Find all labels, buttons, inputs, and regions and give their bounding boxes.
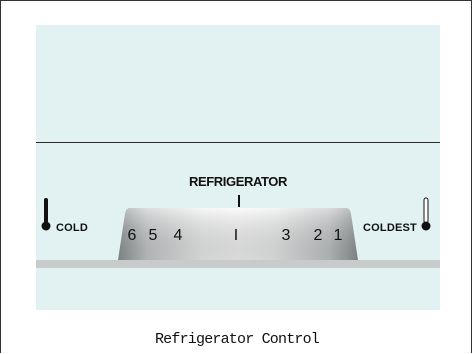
knob-track-strip bbox=[36, 260, 440, 268]
control-title: REFRIGERATOR bbox=[188, 174, 287, 189]
dial-number: 1 bbox=[334, 227, 343, 244]
thermometer-cold-icon bbox=[41, 198, 51, 231]
cold-label: COLD bbox=[56, 222, 88, 234]
figure-caption: Refrigerator Control bbox=[154, 331, 320, 348]
dial-number: I bbox=[234, 227, 238, 244]
setting-indicator-mark bbox=[238, 195, 240, 207]
panel-divider bbox=[36, 142, 440, 143]
dial-number: 5 bbox=[149, 227, 158, 244]
dial-number: 4 bbox=[174, 227, 183, 244]
coldest-label: COLDEST bbox=[363, 222, 417, 234]
dial-number: 2 bbox=[314, 227, 323, 244]
dial-number: 3 bbox=[282, 227, 291, 244]
dial-number: 6 bbox=[128, 227, 137, 244]
thermometer-coldest-icon bbox=[421, 197, 431, 231]
